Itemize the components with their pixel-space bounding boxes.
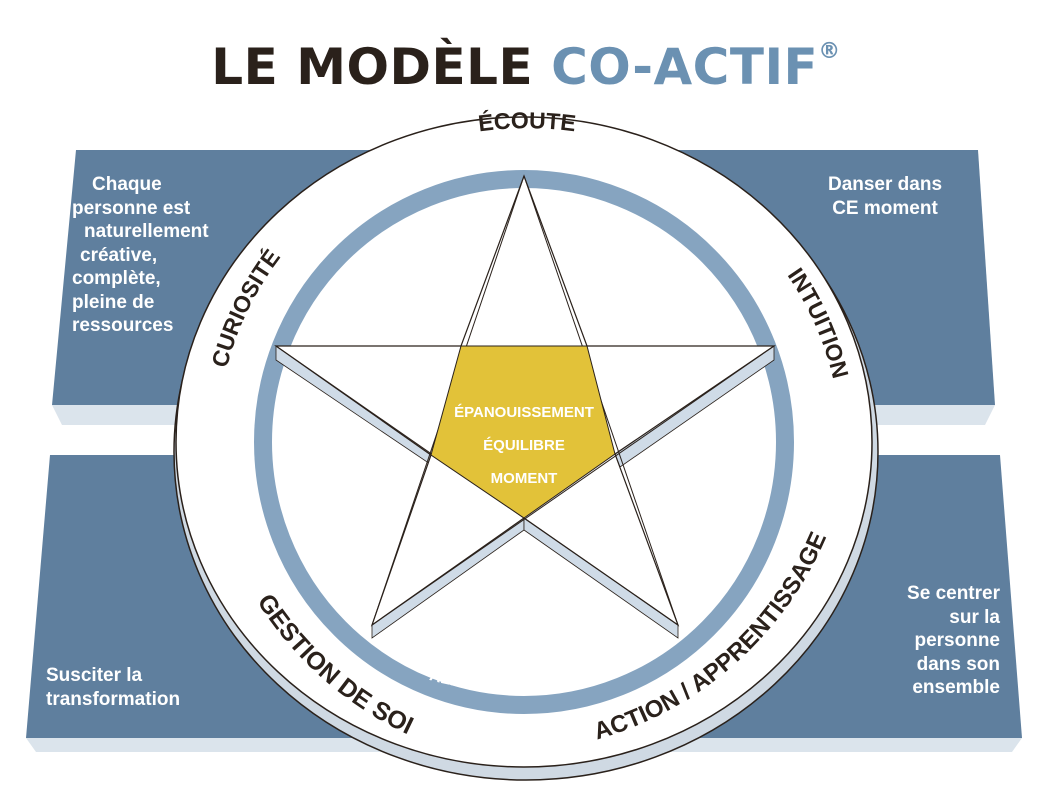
quadrant-line: sur la: [949, 606, 1000, 628]
title-part-2: CO-ACTIF: [551, 38, 819, 96]
quadrant-line: Chaque: [92, 174, 162, 195]
star: [274, 174, 776, 639]
quadrant-line: Danser dans: [827, 174, 943, 195]
page-title: LE MODÈLE CO-ACTIF®: [0, 24, 1052, 95]
center-label-1: ÉPANOUISSEMENT: [454, 404, 594, 421]
quadrant-line: créative,: [80, 244, 158, 266]
quadrant-line: ensemble: [912, 677, 1000, 698]
center-pentagon: [430, 345, 616, 519]
ring-label-top: ÉCOUTE: [477, 107, 578, 136]
quadrant-line: naturellement: [84, 221, 209, 242]
registered-mark: ®: [818, 39, 841, 64]
quadrant-line: personne est: [72, 197, 191, 219]
center-label-3: MOMENT: [491, 470, 558, 487]
center-label-2: ÉQUILIBRE: [483, 437, 565, 454]
quadrant-line: Susciter la: [46, 665, 143, 686]
quadrant-line: ressources: [72, 315, 174, 336]
quadrant-line: Se centrer: [907, 583, 1000, 604]
quadrant-line: dans son: [916, 653, 1000, 675]
quadrant-line: pleine de: [72, 291, 155, 313]
quadrant-line: personne: [914, 630, 1000, 651]
quadrant-line: CE moment: [832, 197, 938, 219]
quadrant-line: transformation: [46, 688, 181, 710]
title-part-1: LE MODÈLE: [211, 38, 534, 96]
quadrant-line: complète,: [72, 268, 161, 289]
